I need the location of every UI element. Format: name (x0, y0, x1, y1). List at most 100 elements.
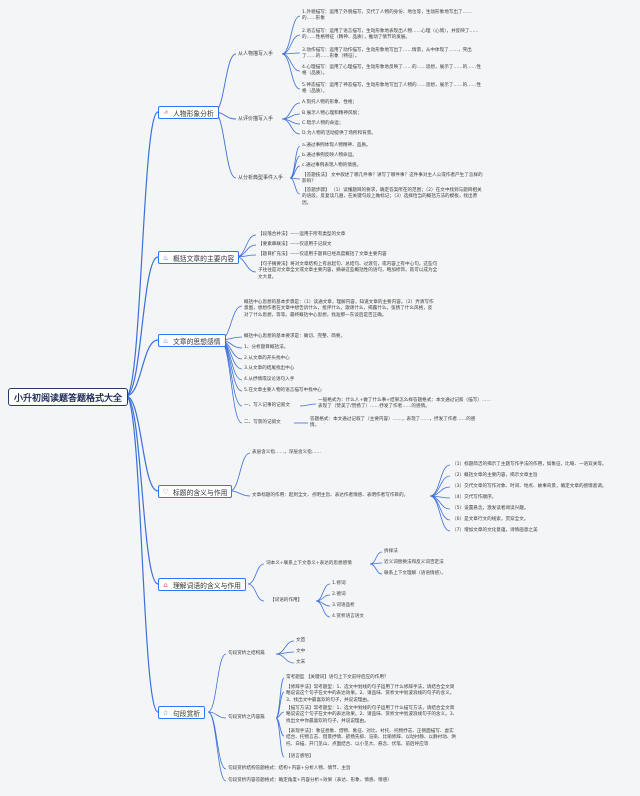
connector-line (275, 711, 285, 719)
connector-line (247, 563, 265, 585)
t4-item: （7）增加文章的文化意蕴，诗情画意之美 (452, 528, 538, 533)
t1-b-item: A.刻托人物的形象、性格； (302, 100, 358, 105)
t2-item: 【题目扩充法】——仅适用于题目已经高度概括了文章主要内容 (258, 252, 387, 257)
connector-line (281, 53, 301, 90)
t5-branch-b[interactable]: 【词语的作用】 (270, 598, 303, 603)
t1-a-item: 2.语言描写：运用了语言描写，生动形象地表现出人物……心理（心情），并反映了……… (302, 29, 479, 41)
t6-a-item: 文末 (296, 660, 306, 665)
connector-line (275, 691, 285, 719)
t5-a-item: 拆择法 (384, 549, 398, 554)
t3-method: 3.从文章的结尾找出中心 (244, 366, 295, 371)
connector-line (281, 34, 301, 55)
t3-intro: 概括中心思想的基本步骤是：（1）读通文章，理解内容，知道文章的主要内容。（2）弄… (244, 300, 434, 318)
connector-line (125, 395, 159, 585)
topic-main-content[interactable]: ♨ 概括文章的主要内容 (158, 251, 240, 264)
t1-b-item: B.展示人物心理和精神风貌； (302, 111, 362, 116)
connector-line (315, 600, 331, 618)
topic-label: 标题的含义与作用 (173, 488, 228, 497)
connector-line (275, 653, 295, 664)
connector-line (229, 452, 251, 492)
t1-c-item: b.通过事例反映人物命运。 (302, 153, 357, 158)
t1-branch-c[interactable]: 从分析典型事件入手 (238, 175, 284, 181)
t6-b-item: 【描写方法】常考题型：1、选文中划线的句子运用了什么描写方法，请结合全文简略说说… (286, 706, 458, 724)
t1-a-item: 1.外貌描写：运用了外貌描写，交代了人物的身份、地位等，生动形象地写出了……的…… (302, 10, 472, 22)
t3-method: 4.从抒情或议论语句入手 (244, 377, 295, 382)
t5-b-item: 3.词语品析 (332, 603, 355, 608)
t3-branch-b[interactable]: 二、写景的记叙文 (244, 420, 281, 425)
t6-a-item: 文首 (296, 638, 306, 643)
topic-label: 概括文章的主要内容 (173, 254, 235, 263)
t4-item: （2）概括文章的主要内容，揭示文章主旨 (452, 473, 538, 478)
t5-a-item: 联系上下文理解（语语情感）。 (384, 571, 447, 576)
t5-b-item: 4.赏析语言语文 (332, 614, 364, 619)
connector-line (125, 256, 159, 397)
connector-line (207, 711, 227, 770)
connector-line (207, 653, 227, 713)
t6-b-item: 常考题型 【关键词】语句上下文前呼后应的作用？ (286, 675, 389, 680)
t6-b-item: 【语言感悟】 (286, 754, 314, 759)
t4-item: （6）是文章行文的线索，贯穿全文。 (452, 517, 529, 522)
connector-line (429, 464, 451, 497)
connector-line (281, 15, 301, 55)
connector-line (213, 53, 237, 113)
t1-c-item: 【答题技法】 文中叙述了哪几件事？讲写了哪件事？这件事对主人公或作者产生了怎样的… (302, 173, 483, 185)
t2-item: 【段落合并法】——运用于所有类型的文章 (258, 232, 346, 237)
topic-label: 人物形象分析 (173, 109, 214, 118)
home-icon: ⌂ (163, 580, 168, 589)
topic-character-analysis[interactable]: ⩘ 人物形象分析 (158, 106, 219, 119)
connector-line (429, 475, 451, 497)
flame-icon: ♨ (162, 336, 169, 345)
t5-branch-a[interactable]: 词本义+联系上下文意义+表达的思想感情 (266, 561, 352, 566)
t1-branch-a[interactable]: 从人物描写入手 (238, 51, 274, 57)
t3-b-text: 答题格式：本文通过记叙了（主要内容）……，表现了……，抒发了作者……的感情。 (310, 417, 476, 429)
topic-passage-appreciation[interactable]: ☆ 句段赏析 (158, 706, 206, 719)
t3-requirement: 概括中心思想的基本要求是：确切、完整、简要。 (244, 334, 346, 339)
connector-line (429, 495, 451, 532)
t4-item: （1）标题简洁的揭示了主题写作手法的作用，如象征、比喻、一语双关等。 (452, 462, 607, 467)
connector-line (207, 711, 227, 719)
topic-label: 理解词语的含义与作用 (173, 581, 241, 590)
t1-a-item: 4.心理描写：运用了心理描写，生动形象地反映了……的……思想，展示了……的……性… (302, 65, 481, 77)
connector-line (299, 403, 317, 407)
topic-label: 句段赏析 (173, 709, 201, 718)
t1-c-item: a.通过事例体现人物精神、品质。 (302, 143, 371, 148)
t4-layer-meaning: 表层含义指……，深层含义指…… (252, 450, 321, 455)
t1-a-item: 5.神态描写：运用了神态描写，生动形象地写出了人物的……思想，展示了……的……性… (302, 83, 481, 95)
topic-thoughts-feelings[interactable]: ♨ 文章的思想感情 (158, 334, 226, 347)
connector-line (289, 177, 301, 195)
connector-line (125, 395, 159, 713)
t4-title-function[interactable]: 文章标题的作用：起到全文、点明主旨、表达作者情感、表明作者写作目的。 (252, 493, 409, 498)
topic-word-meaning[interactable]: ⌂ 理解词语的含义与作用 (158, 578, 246, 591)
connector-line (247, 583, 265, 602)
t6-b-item: 【表现手法】：象征想象、借物、象征、对比、衬托、托物抒志、正侧面描写、虚实结合、… (286, 729, 456, 747)
t6-branch-a[interactable]: 句段赏析之结构篇 (228, 651, 265, 656)
topic-title-meaning[interactable]: ♡ 标题的含义与作用 (158, 485, 233, 498)
t3-method: 5.在文章主要人物的语言描写中找中心 (244, 388, 322, 393)
connector-line (281, 118, 301, 135)
heart-icon: ♡ (162, 487, 169, 496)
t1-b-item: D.为人物的活动提供了场所和背景。 (302, 131, 376, 136)
t1-c-item: c.通过事例表现人物的情感。 (302, 163, 362, 168)
connector-line (207, 711, 227, 782)
t6-structure-format: 句段赏析结构答题格式：结构+内容+分析人物、情节、主旨 (228, 766, 351, 771)
root-node[interactable]: 小升初阅读题答题格式大全 (8, 388, 128, 406)
connector-line (213, 111, 237, 179)
connector-line (229, 490, 251, 497)
t4-item: （5）设置悬念，激发读者阅读兴趣。 (452, 506, 529, 511)
t3-a-text: 一般格式为：什么人+做了什么事+结果怎么样答题格式：本文通过记叙（描写）……表现… (318, 398, 492, 410)
connector-line (369, 563, 383, 575)
t1-c-item: 【答题步骤】 （1）读懂题目的要求，确定答案所在的范围；（2）在文中找到与题目相… (302, 188, 482, 206)
connector-line (275, 717, 285, 758)
t1-a-item: 3.动作描写：运用了动作描写，生动形象地写出了……情景，从中体现了……，突出了…… (302, 48, 472, 60)
connector-line (281, 53, 301, 72)
t6-a-item: 文中 (296, 649, 306, 654)
t1-branch-b[interactable]: 从评价描写入手 (238, 116, 274, 122)
t3-branch-a[interactable]: 一、写人记事的记叙文 (244, 403, 290, 408)
flame-icon: ♨ (162, 253, 169, 262)
star-icon: ☆ (162, 708, 169, 717)
topic-label: 文章的思想感情 (173, 337, 221, 346)
t6-branch-b[interactable]: 句段赏析之内容篇 (228, 715, 265, 720)
t4-item: （4）交代写作顺序。 (452, 495, 497, 500)
connector-line (125, 395, 159, 492)
